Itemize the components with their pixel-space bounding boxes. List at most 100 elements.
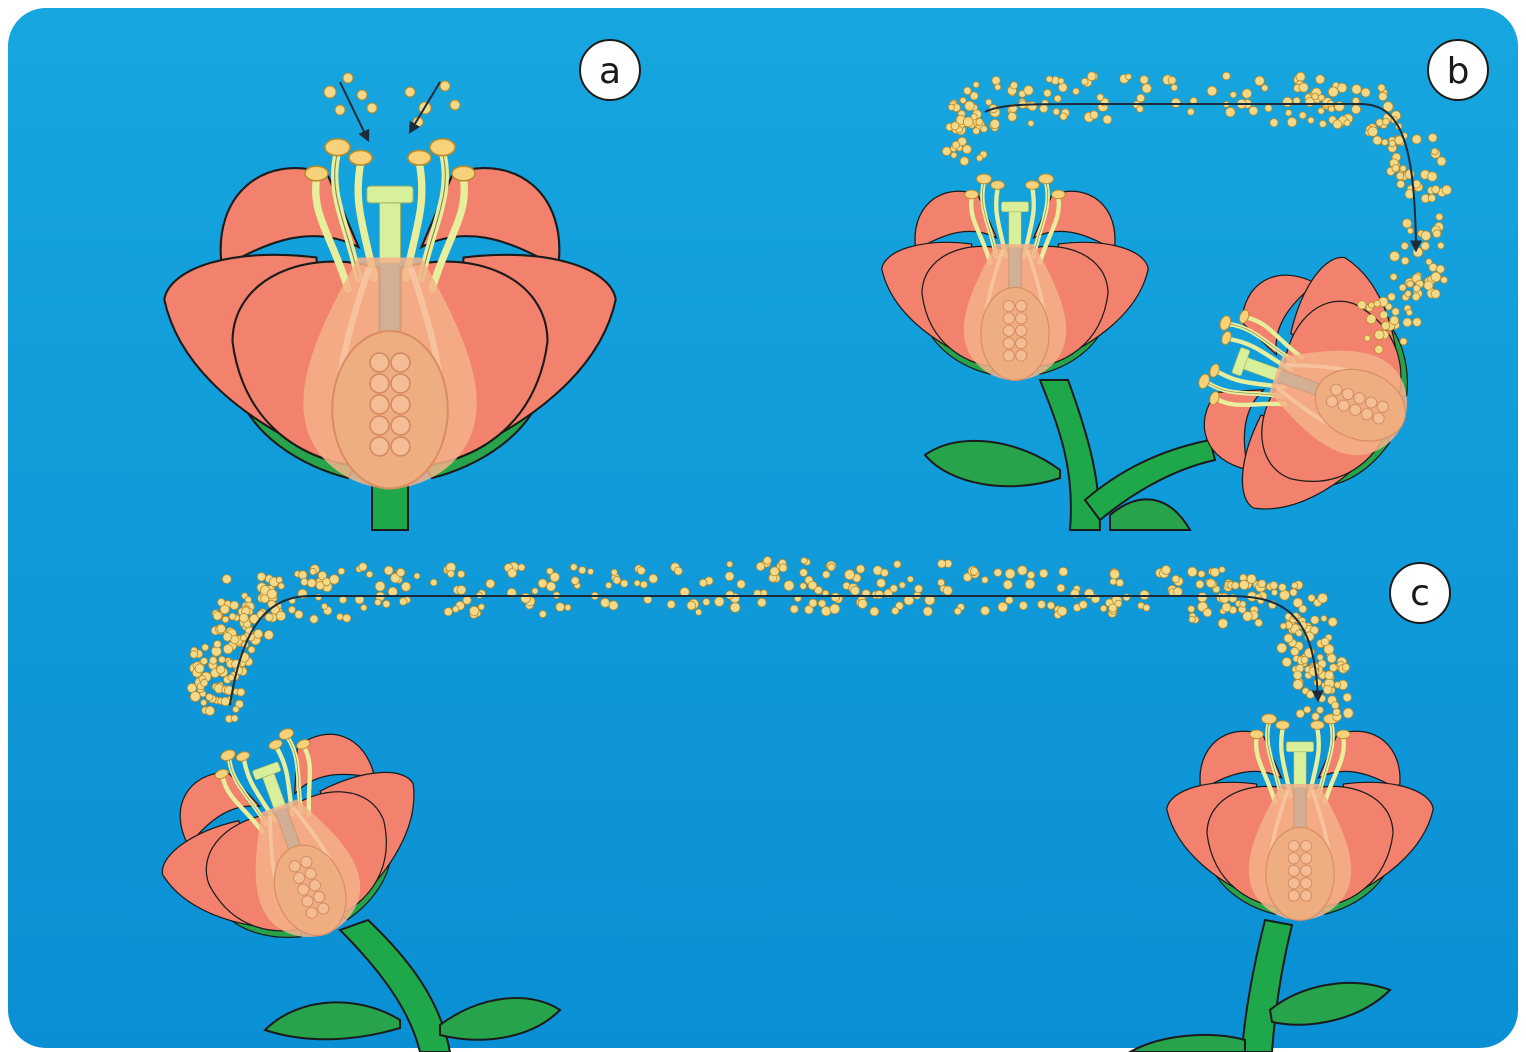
pollen-grain bbox=[1413, 318, 1422, 327]
pollen-grain bbox=[1380, 311, 1388, 319]
pollen-grain bbox=[1239, 580, 1248, 589]
pollen-grain bbox=[809, 599, 817, 607]
pollen-grain bbox=[1293, 680, 1303, 690]
label-b-badge: b bbox=[1428, 40, 1488, 100]
pollen-grain bbox=[206, 694, 213, 701]
pollen-grain bbox=[1390, 274, 1397, 281]
pollen-grain bbox=[1328, 87, 1338, 97]
pollen-grain bbox=[201, 679, 208, 686]
pollen-grain bbox=[1407, 281, 1414, 288]
pollen-grain bbox=[1437, 157, 1446, 166]
pollen-grain bbox=[1087, 72, 1096, 81]
pollen-grain bbox=[1352, 85, 1362, 95]
pollen-grain bbox=[952, 141, 959, 148]
pollen-grain bbox=[621, 580, 628, 587]
pollen-grain bbox=[1441, 277, 1448, 284]
pollen-grain bbox=[1413, 285, 1420, 292]
pollen-grain bbox=[248, 646, 255, 653]
pollen-grain bbox=[830, 604, 840, 614]
pollen-grain bbox=[1265, 105, 1272, 112]
pollen-grain bbox=[1338, 83, 1347, 92]
pollen-grain bbox=[1232, 582, 1239, 589]
pollen-grain bbox=[1207, 86, 1217, 96]
pollen-grain bbox=[323, 578, 331, 586]
pollen-grain bbox=[1188, 606, 1195, 613]
pollen-grain bbox=[998, 602, 1008, 612]
pollen-grain bbox=[1188, 567, 1198, 577]
pollen-grain bbox=[1073, 88, 1080, 95]
pollen-grain bbox=[613, 576, 621, 584]
pollen-grain bbox=[1428, 172, 1438, 182]
pollen-grain bbox=[737, 580, 745, 588]
pollen-grain bbox=[1287, 117, 1296, 126]
pollen-grain bbox=[730, 603, 740, 613]
pollen-grain bbox=[823, 571, 830, 578]
pollen-grain bbox=[960, 157, 969, 166]
pollen-grain bbox=[570, 564, 577, 571]
pollen-grain bbox=[1040, 569, 1048, 577]
pollen-grain bbox=[1368, 302, 1374, 308]
pollen-grain bbox=[1364, 335, 1370, 341]
pollen-grain bbox=[995, 84, 1001, 90]
pollen-grain bbox=[965, 101, 975, 111]
pollen-grain bbox=[899, 582, 905, 588]
pollen-grain bbox=[1378, 84, 1385, 91]
pollen-grain bbox=[508, 569, 517, 578]
pollen-grain bbox=[1272, 590, 1278, 596]
pollen-grain bbox=[1189, 616, 1195, 622]
pollen-grain bbox=[875, 590, 883, 598]
pollen-grain bbox=[453, 606, 459, 612]
pollen-grain bbox=[1162, 566, 1171, 575]
pollen-grain bbox=[808, 581, 817, 590]
pollen-grain bbox=[1374, 300, 1381, 307]
pollen-grain bbox=[894, 561, 901, 568]
pollen-grain bbox=[195, 664, 204, 673]
pollen-grain bbox=[214, 641, 221, 648]
pollen-grain bbox=[1282, 658, 1291, 667]
pollen-grain bbox=[401, 582, 410, 591]
pollen-grain bbox=[556, 603, 565, 612]
pollen-grain bbox=[951, 152, 957, 158]
pollen-grain bbox=[276, 611, 285, 620]
pollen-grain bbox=[1388, 293, 1396, 301]
pollen-grain bbox=[245, 597, 251, 603]
pollen-grain bbox=[1291, 647, 1299, 655]
pollen-grain bbox=[388, 587, 397, 596]
pollen-grain bbox=[699, 579, 707, 587]
pollen-grain bbox=[1025, 579, 1035, 589]
pollen-grain bbox=[414, 573, 420, 579]
pollen-grain bbox=[1318, 695, 1325, 702]
pollen-grain bbox=[257, 573, 265, 581]
pollen-grain bbox=[818, 600, 825, 607]
pollen-grain bbox=[1293, 598, 1302, 607]
pollen-grain bbox=[359, 563, 367, 571]
pollen-grain bbox=[478, 604, 484, 610]
pollen-grain bbox=[228, 674, 234, 680]
pollen-grain bbox=[366, 571, 372, 577]
pollen-grain bbox=[1126, 74, 1132, 80]
pollen-grain bbox=[1397, 180, 1405, 188]
pollen-grain bbox=[890, 585, 897, 592]
pollen-grain bbox=[1352, 105, 1361, 114]
pollen-grain bbox=[1333, 120, 1342, 129]
pollen-grain bbox=[1311, 616, 1319, 624]
pollen-grain bbox=[1100, 605, 1106, 611]
pollen-grain bbox=[994, 569, 1002, 577]
pollen-grain bbox=[1428, 134, 1437, 143]
pollen-grain bbox=[1028, 102, 1037, 111]
pollen-grain bbox=[539, 611, 546, 618]
pollen-grain bbox=[223, 633, 232, 642]
pollen-grain bbox=[1270, 582, 1278, 590]
pollen-grain bbox=[239, 613, 248, 622]
pollen-grain bbox=[640, 581, 647, 588]
pollen-grain bbox=[1059, 83, 1068, 92]
pollen-grain bbox=[375, 599, 381, 605]
pollen-grain bbox=[1406, 309, 1412, 315]
pollen-grain bbox=[1143, 604, 1150, 611]
pollen-grain bbox=[674, 567, 682, 575]
pollen-grain bbox=[205, 706, 214, 715]
pollen-grain bbox=[1053, 108, 1060, 115]
pollen-grain bbox=[990, 119, 999, 128]
pollen-grain bbox=[384, 566, 393, 575]
pollen-grain bbox=[1097, 94, 1104, 101]
